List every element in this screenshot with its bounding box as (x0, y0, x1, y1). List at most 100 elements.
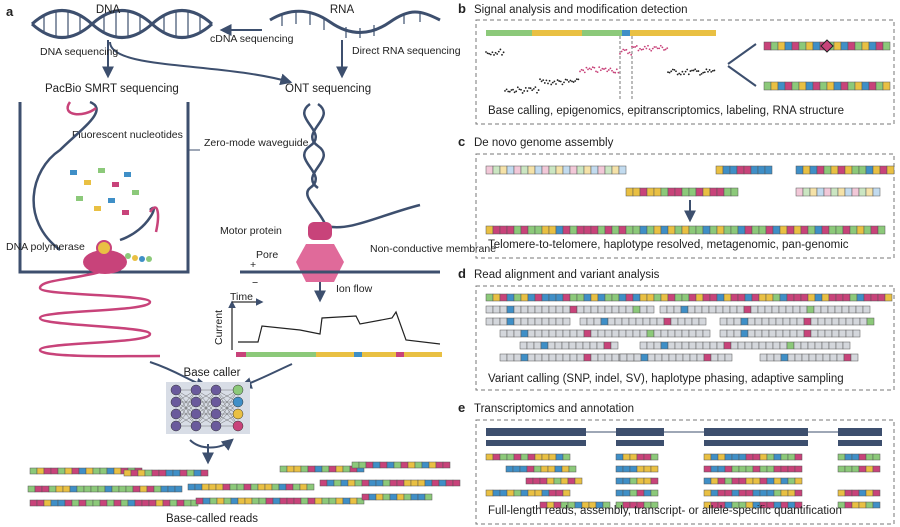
read-base (844, 489, 853, 497)
read-base (179, 469, 188, 477)
signal-dot (643, 45, 646, 48)
read-base (882, 41, 891, 51)
read-base (646, 187, 655, 197)
signal-dot (575, 78, 578, 81)
read-base (597, 329, 606, 338)
read-base (590, 165, 599, 175)
read-base (71, 467, 80, 475)
base-called-reads-icon (27, 461, 461, 507)
read-base (789, 317, 798, 326)
ref-base (681, 293, 690, 302)
read-base (766, 489, 775, 497)
colorbar-segment (630, 30, 670, 36)
read-base (506, 317, 515, 326)
ref-base (772, 293, 781, 302)
read-base (773, 353, 782, 362)
signal-dot (671, 68, 674, 71)
signal-dot (603, 68, 605, 70)
read-base (865, 453, 874, 461)
nn-node (190, 420, 202, 432)
read-base (604, 165, 613, 175)
read-base (71, 499, 80, 507)
signal-dot (561, 83, 564, 86)
ref-base (646, 293, 655, 302)
ref-base (541, 293, 550, 302)
read-base (29, 467, 38, 475)
read-base (526, 465, 535, 473)
read-base (842, 225, 851, 235)
read-base (809, 187, 818, 197)
read-base (243, 483, 252, 491)
read-base (879, 165, 888, 175)
read-base (562, 453, 571, 461)
signal-dot (579, 70, 581, 73)
read-base (667, 329, 676, 338)
read-base (688, 187, 697, 197)
read-base (717, 453, 726, 461)
read-base (568, 465, 577, 473)
read-base (793, 225, 802, 235)
read-base (576, 225, 585, 235)
read-base (688, 225, 697, 235)
read-base (365, 461, 374, 469)
read-base (375, 479, 384, 487)
ref-base (702, 293, 711, 302)
read-base (866, 317, 875, 326)
signal-dot (508, 90, 511, 93)
ref-base (527, 293, 536, 302)
read-base (358, 461, 367, 469)
read-base (650, 453, 659, 461)
read-base (786, 225, 795, 235)
read-base (766, 353, 775, 362)
read-base (754, 317, 763, 326)
read-base (169, 499, 178, 507)
read-base (499, 489, 508, 497)
read-base (823, 187, 832, 197)
read-base (286, 465, 295, 473)
read-base (851, 187, 860, 197)
read-base (681, 329, 690, 338)
read-base (639, 341, 648, 350)
read-base (576, 165, 585, 175)
read-base (625, 329, 634, 338)
read-base (55, 485, 64, 493)
ref-base (513, 293, 522, 302)
signal-dot (580, 68, 583, 71)
read-base (506, 305, 515, 314)
read-base (321, 497, 330, 505)
signal-dot (695, 70, 698, 73)
ref-base (569, 293, 578, 302)
read-base (622, 489, 631, 497)
read-base (794, 489, 803, 497)
read-base (695, 225, 704, 235)
read-base (861, 81, 870, 91)
read-base (840, 41, 849, 51)
exon-block (616, 440, 664, 446)
read-base (835, 225, 844, 235)
read-base (653, 187, 662, 197)
read-base (583, 329, 592, 338)
read-base (844, 165, 853, 175)
signal-dot (588, 67, 591, 70)
read-base (851, 165, 860, 175)
read-base (85, 499, 94, 507)
read-base (264, 483, 273, 491)
nn-node (190, 408, 202, 420)
signal-segment (246, 352, 316, 357)
read-base (751, 341, 760, 350)
ref-base (758, 293, 767, 302)
signal-dot (694, 68, 697, 71)
read-base (872, 501, 881, 509)
read-base (485, 165, 494, 175)
read-base (125, 485, 134, 493)
read-base (812, 41, 821, 51)
nn-node (232, 420, 244, 432)
read-base (831, 317, 840, 326)
read-base (258, 497, 267, 505)
signal-dot (681, 70, 684, 73)
read-base (812, 81, 821, 91)
read-base (506, 165, 515, 175)
signal-dot (710, 70, 713, 73)
ref-base (849, 293, 858, 302)
signal-dot (567, 81, 570, 83)
